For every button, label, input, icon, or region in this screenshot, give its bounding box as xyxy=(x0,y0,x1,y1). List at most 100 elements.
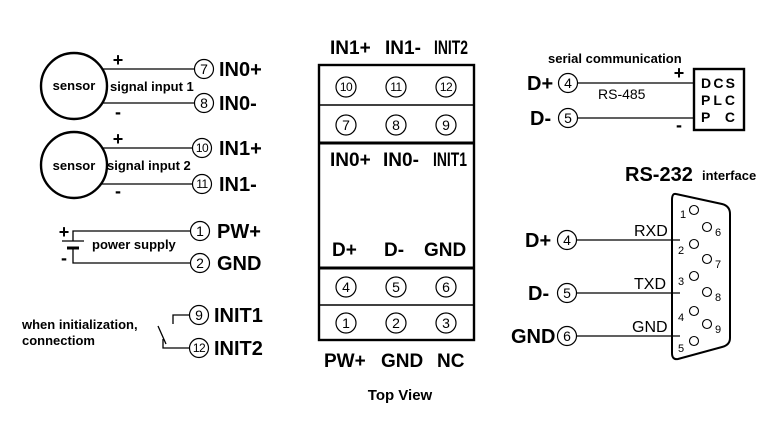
module-terminal-6: 6 xyxy=(435,276,457,298)
module-inner-label-d-plus: D+ xyxy=(332,240,357,261)
svg-text:5: 5 xyxy=(392,279,400,295)
module-inner-label-d-minus: D- xyxy=(384,240,404,261)
svg-text:9: 9 xyxy=(715,324,721,336)
rs232-signal-gnd: GND xyxy=(511,326,555,348)
db9-pin-5: 5 xyxy=(678,335,700,355)
rs485-connection: serial communication D+ 4 + RS-485 D- 5 … xyxy=(527,51,746,135)
rs232-title: RS-232 xyxy=(625,164,693,186)
svg-text:3: 3 xyxy=(442,315,450,331)
wire-power-positive xyxy=(72,230,191,241)
sensor-input-1: sensor + - signal input 1 7 IN0+ 8 IN0- xyxy=(39,50,262,122)
svg-text:2: 2 xyxy=(678,245,684,257)
svg-text:6: 6 xyxy=(442,279,450,295)
db9-pin-8: 8 xyxy=(701,286,721,304)
rs485-device-line-1: DCS xyxy=(701,75,735,91)
terminal-label-in1-minus: IN1- xyxy=(219,174,257,196)
svg-text:12: 12 xyxy=(440,80,453,94)
terminal-2: 2 xyxy=(189,252,211,274)
svg-text:1: 1 xyxy=(680,209,686,221)
rs232-signal-d-plus: D+ xyxy=(525,230,551,252)
rs232-terminal-6: 6 xyxy=(556,325,578,347)
svg-text:7: 7 xyxy=(342,117,350,133)
power-supply: + - power supply 1 PW+ 2 GND xyxy=(59,220,261,275)
initialization-switch: when initialization, connectiom 9 INIT1 … xyxy=(21,304,263,360)
power-supply-caption: power supply xyxy=(92,237,177,252)
rs232-terminal-5: 5 xyxy=(556,282,578,304)
rs232-pin-signal-txd: TXD xyxy=(634,276,666,293)
module-top-view: IN1+ IN1- INIT2 10 11 12 7 8 9 IN0+ IN0-… xyxy=(317,38,476,404)
svg-text:5: 5 xyxy=(564,110,572,126)
module-terminal-10: 10 xyxy=(335,76,357,98)
svg-text:6: 6 xyxy=(563,328,571,344)
sensor-1-minus-sign: - xyxy=(115,102,121,122)
svg-text:1: 1 xyxy=(196,223,204,239)
terminal-7: 7 xyxy=(193,58,215,80)
svg-text:3: 3 xyxy=(678,276,684,288)
svg-text:8: 8 xyxy=(392,117,400,133)
module-inner-label-in0-minus: IN0- xyxy=(383,150,419,171)
sensor-1-label: sensor xyxy=(53,78,96,93)
module-terminal-12: 12 xyxy=(435,76,457,98)
module-terminal-11: 11 xyxy=(385,76,407,98)
switch-blade-icon xyxy=(157,325,167,345)
rs232-pin-signal-gnd: GND xyxy=(632,319,668,336)
svg-text:10: 10 xyxy=(340,80,353,94)
svg-text:7: 7 xyxy=(200,61,208,77)
svg-text:9: 9 xyxy=(442,117,450,133)
svg-text:4: 4 xyxy=(564,75,572,91)
wire-power-negative xyxy=(72,248,191,264)
svg-text:6: 6 xyxy=(715,227,721,239)
db9-pin-1: 1 xyxy=(680,204,700,221)
sensor-1-caption: signal input 1 xyxy=(110,79,194,94)
terminal-label-gnd: GND xyxy=(217,253,261,275)
module-terminal-3: 3 xyxy=(435,312,457,334)
terminal-8: 8 xyxy=(193,92,215,114)
initialization-caption-line-1: when initialization, xyxy=(21,317,138,332)
svg-text:4: 4 xyxy=(678,312,684,324)
module-terminal-7: 7 xyxy=(335,114,357,136)
terminal-label-init1: INIT1 xyxy=(214,305,263,327)
rs485-device-line-3: P C xyxy=(701,109,735,125)
svg-text:8: 8 xyxy=(715,292,721,304)
terminal-label-init2: INIT2 xyxy=(214,338,263,360)
rs485-plus-sign: + xyxy=(674,63,685,83)
sensor-2-label: sensor xyxy=(53,158,96,173)
terminal-12: 12 xyxy=(188,337,210,359)
terminal-label-in0-minus: IN0- xyxy=(219,93,257,115)
terminal-11: 11 xyxy=(191,173,213,195)
svg-text:11: 11 xyxy=(196,177,208,191)
db9-pin-6: 6 xyxy=(701,221,721,239)
module-bottom-label-pw-plus: PW+ xyxy=(324,351,366,372)
terminal-10: 10 xyxy=(191,137,213,159)
svg-text:8: 8 xyxy=(200,95,208,111)
rs485-terminal-5: 5 xyxy=(557,107,579,129)
power-minus-sign: - xyxy=(61,248,67,268)
db9-pin-9: 9 xyxy=(701,318,721,336)
rs232-terminal-4: 4 xyxy=(556,229,578,251)
sensor-1-plus-sign: + xyxy=(113,50,124,70)
module-terminal-8: 8 xyxy=(385,114,407,136)
module-inner-label-in0-plus: IN0+ xyxy=(330,150,371,171)
wire-init-bottom xyxy=(162,339,190,349)
svg-text:9: 9 xyxy=(195,307,203,323)
sensor-2-plus-sign: + xyxy=(113,129,124,149)
rs485-device-box xyxy=(692,67,746,132)
db9-pin-7: 7 xyxy=(701,253,721,271)
svg-text:1: 1 xyxy=(342,315,350,331)
terminal-label-in0-plus: IN0+ xyxy=(219,59,262,81)
rs485-title: serial communication xyxy=(548,51,682,66)
sensor-1-circle xyxy=(39,51,109,121)
sensor-2-caption: signal input 2 xyxy=(107,158,191,173)
terminal-9: 9 xyxy=(188,304,210,326)
rs485-signal-d-minus: D- xyxy=(530,108,551,130)
module-terminal-9: 9 xyxy=(435,114,457,136)
sensor-2-circle xyxy=(39,130,109,200)
module-top-label-init2: INIT2 xyxy=(434,38,468,59)
sensor-2-minus-sign: - xyxy=(115,181,121,201)
module-body xyxy=(317,63,476,342)
rs485-device-line-2: PLC xyxy=(701,92,735,108)
module-inner-label-gnd: GND xyxy=(424,240,466,261)
terminal-1: 1 xyxy=(189,220,211,242)
